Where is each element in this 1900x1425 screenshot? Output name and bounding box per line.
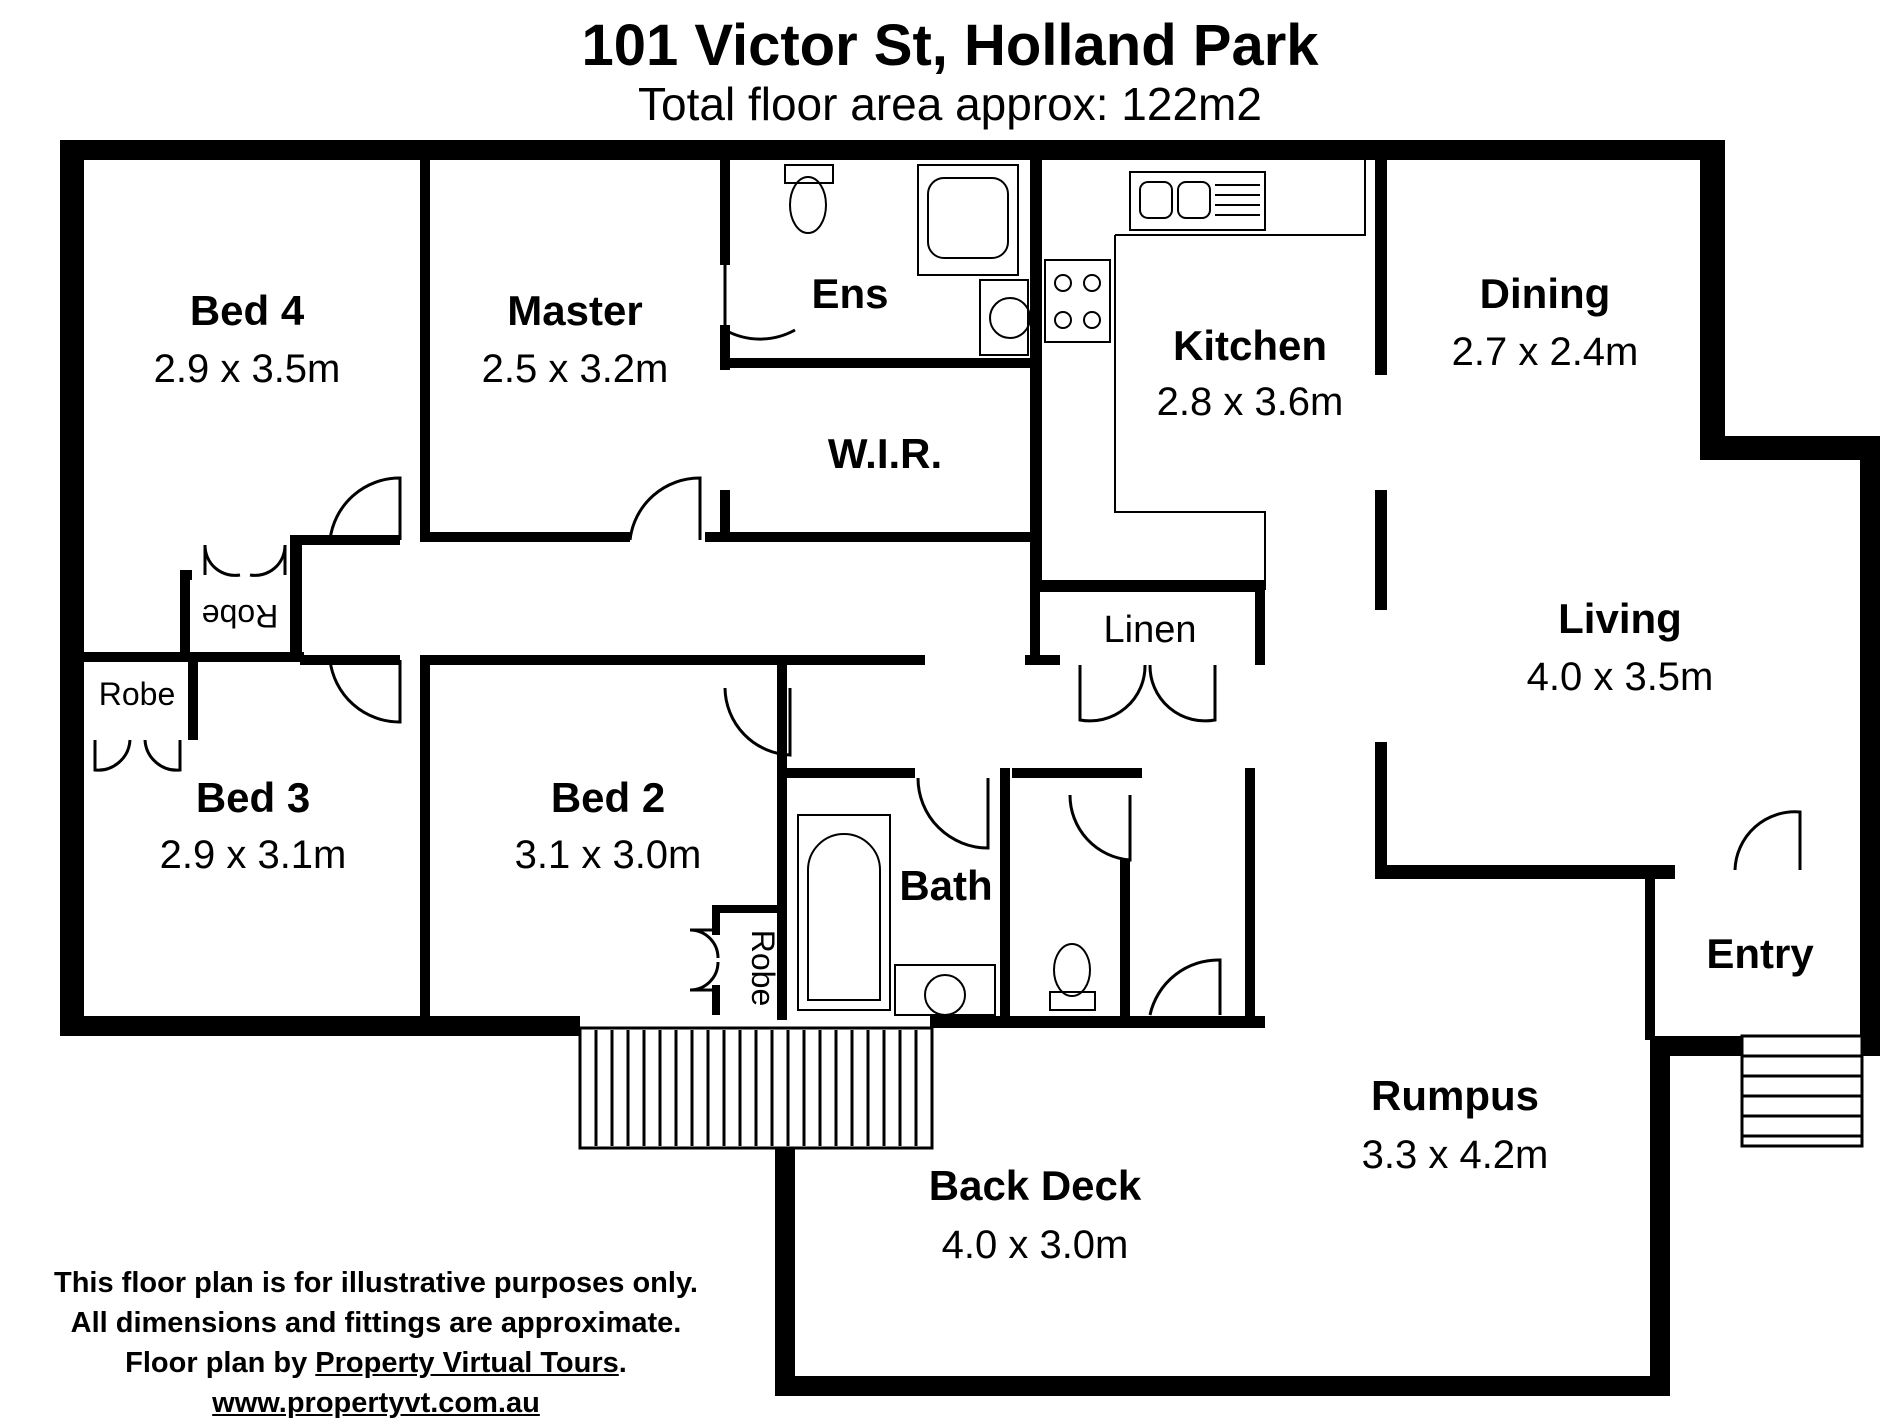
room-name-rumpus: Rumpus (1371, 1072, 1539, 1119)
doors (93, 258, 1802, 1016)
room-name-bed2: Bed 2 (551, 774, 665, 821)
toilet-icon (789, 176, 827, 234)
disclaimer-line-3: Floor plan by Property Virtual Tours. (0, 1343, 752, 1383)
door-linen-left (1078, 664, 1147, 723)
door-robe-bed2 (689, 928, 720, 992)
room-name-bed4: Bed 4 (190, 287, 305, 334)
kitchen-bench (1114, 160, 1366, 590)
bathtub-icon (797, 814, 891, 1011)
room-name-robe-bed2: Robe (745, 930, 781, 1007)
room-name-linen: Linen (1104, 609, 1197, 651)
room-dims-bed2: 3.1 x 3.0m (515, 833, 702, 877)
room-name-back-deck: Back Deck (929, 1162, 1142, 1209)
room-dims-living: 4.0 x 3.5m (1527, 655, 1714, 699)
shower-icon (917, 164, 1019, 276)
plan-title: 101 Victor St, Holland Park (581, 13, 1319, 78)
room-name-robe-bed3: Robe (99, 676, 176, 712)
toilet-2-icon (1053, 943, 1091, 997)
room-dims-bed4: 2.9 x 3.5m (154, 347, 341, 391)
room-name-bath: Bath (899, 862, 992, 909)
fixtures (784, 160, 1366, 1016)
entry-stairs (1740, 1034, 1864, 1148)
credit-suffix: . (618, 1347, 627, 1379)
door-ensuite (723, 258, 796, 341)
door-master (628, 476, 702, 541)
credit-prefix: Floor plan by (125, 1347, 316, 1379)
door-linen-right (1148, 664, 1217, 723)
website-link[interactable]: www.propertyvt.com.au (212, 1387, 540, 1419)
room-dims-dining: 2.7 x 2.4m (1452, 330, 1639, 374)
door-bed2 (723, 687, 792, 757)
room-labels: Bed 4 2.9 x 3.5m Master 2.5 x 3.2m Ens W… (99, 270, 1815, 1267)
room-name-kitchen: Kitchen (1173, 322, 1327, 369)
door-bath (916, 777, 990, 850)
room-dims-rumpus: 3.3 x 4.2m (1362, 1133, 1549, 1177)
floor-area-subtitle: Total floor area approx: 122m2 (638, 78, 1262, 130)
disclaimer-line-2: All dimensions and fittings are approxim… (70, 1307, 682, 1339)
vanity-icon (979, 279, 1029, 356)
room-name-bed3: Bed 3 (196, 774, 310, 821)
room-name-entry: Entry (1706, 930, 1814, 977)
door-robe-bed4 (203, 544, 287, 577)
room-name-robe-bed4: Robe (202, 598, 279, 634)
disclaimer: This floor plan is for illustrative purp… (0, 1263, 752, 1423)
sink-icon (1129, 171, 1266, 231)
room-dims-kitchen: 2.8 x 3.6m (1157, 380, 1344, 424)
room-name-master: Master (507, 287, 642, 334)
room-dims-bed3: 2.9 x 3.1m (160, 833, 347, 877)
disclaimer-line-1: This floor plan is for illustrative purp… (53, 1267, 698, 1299)
room-name-ensuite: Ens (811, 270, 888, 317)
room-name-living: Living (1558, 595, 1682, 642)
room-dims-back-deck: 4.0 x 3.0m (942, 1223, 1129, 1267)
bath-vanity-icon (894, 964, 996, 1016)
credit-link[interactable]: Property Virtual Tours (315, 1347, 619, 1379)
room-dims-master: 2.5 x 3.2m (482, 347, 669, 391)
cooktop-icon (1044, 259, 1111, 343)
room-name-dining: Dining (1480, 270, 1611, 317)
outer-walls (60, 140, 1880, 1396)
room-name-wir: W.I.R. (828, 430, 942, 477)
interior-walls (84, 160, 1675, 1040)
door-entry (1733, 810, 1802, 871)
back-stairs (578, 1026, 934, 1150)
door-robe-bed3 (93, 739, 182, 772)
door-back-deck (1148, 958, 1222, 1016)
door-bed3 (328, 659, 402, 724)
door-toilet (1068, 794, 1132, 862)
door-bed4 (328, 476, 402, 541)
